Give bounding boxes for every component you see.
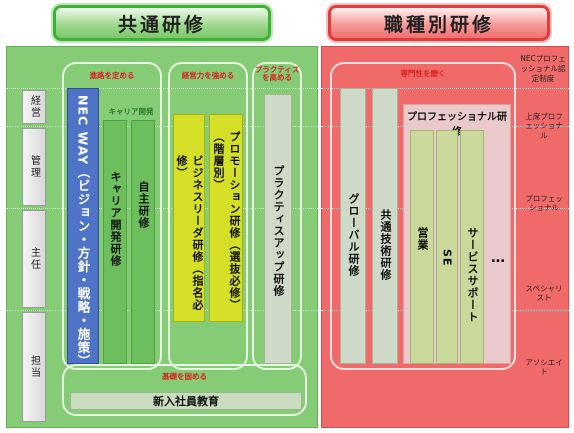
promotion-course: プロモーション研修（選抜必修）（階層別） [209, 114, 243, 322]
section-label-mgmt: 経営力を強める [181, 71, 235, 80]
self-training-course: 自主研修 [131, 120, 155, 364]
nec-pro-level-professional: プロフェッショナル [525, 194, 563, 213]
global-course: グローバル研修 [340, 88, 366, 364]
service-support-course: サービスサポート [460, 130, 484, 364]
nec-pro-level-senior: 上席プロフェッショナル [525, 112, 563, 140]
self-training-label: 自主研修 [137, 181, 150, 229]
specialty-section-frame [330, 62, 516, 370]
nec-pro-title: NECプロフェッショナル認定制度 [520, 54, 566, 83]
se-label: SE [440, 249, 454, 267]
nec-way-label: NEC WAY（ビジョン・方針・戦略・施策） [75, 95, 91, 368]
section-label-career: 進路を定める [89, 71, 135, 80]
career-dev-course: キャリア開発研修 [103, 120, 127, 364]
nec-pro-level-specialist: スペシャリスト [525, 284, 563, 303]
se-course: SE [436, 130, 458, 364]
level-separator [6, 208, 318, 209]
global-label: グローバル研修 [347, 193, 360, 277]
practice-section-frame [252, 62, 302, 370]
section-label-foundation: 基礎を固める [162, 372, 207, 381]
level-separator [321, 88, 569, 89]
level-chief: 主任 [22, 210, 46, 308]
header-common-training: 共通研修 [53, 5, 271, 41]
level-separator [6, 126, 318, 127]
career-section-frame [62, 62, 162, 370]
level-staff: 担当 [22, 312, 46, 422]
business-leader-label: ビジネスリーダ研修（指名必修） [175, 155, 204, 311]
practice-up-course: プラクティスアップ研修 [264, 94, 292, 364]
common-tech-course: 共通技術研修 [372, 88, 398, 364]
foundation-section-frame [62, 364, 307, 416]
level-manager: 管理 [22, 128, 46, 206]
common-tech-label: 共通技術研修 [379, 209, 392, 281]
nec-pro-level-associate: アソシエイト [525, 358, 563, 377]
sales-course: 営業 [410, 130, 434, 364]
new-employee-course: 新入社員教育 [70, 392, 302, 410]
nec-way-course: NEC WAY（ビジョン・方針・戦略・施策） [67, 88, 99, 368]
sales-label: 営業 [416, 227, 429, 251]
practice-up-label: プラクティスアップ研修 [272, 165, 285, 297]
level-separator [6, 310, 318, 311]
mgmt-section-frame [168, 62, 248, 370]
career-dev-label: キャリア開発研修 [109, 171, 122, 267]
career-support-label: キャリア開発 [108, 107, 154, 116]
more-ellipsis: … [491, 250, 505, 266]
section-label-practice: プラクティスを高める [254, 65, 300, 83]
level-executive: 経営 [22, 90, 46, 124]
promotion-label: プロモーション研修（選抜必修）（階層別） [212, 131, 241, 311]
service-support-label: サービスサポート [466, 227, 479, 323]
header-job-type-training: 職種別研修 [328, 5, 550, 41]
business-leader-course: ビジネスリーダ研修（指名必修） [173, 114, 205, 322]
level-separator [6, 88, 318, 89]
section-label-specialty: 専門性を磨く [400, 69, 446, 78]
